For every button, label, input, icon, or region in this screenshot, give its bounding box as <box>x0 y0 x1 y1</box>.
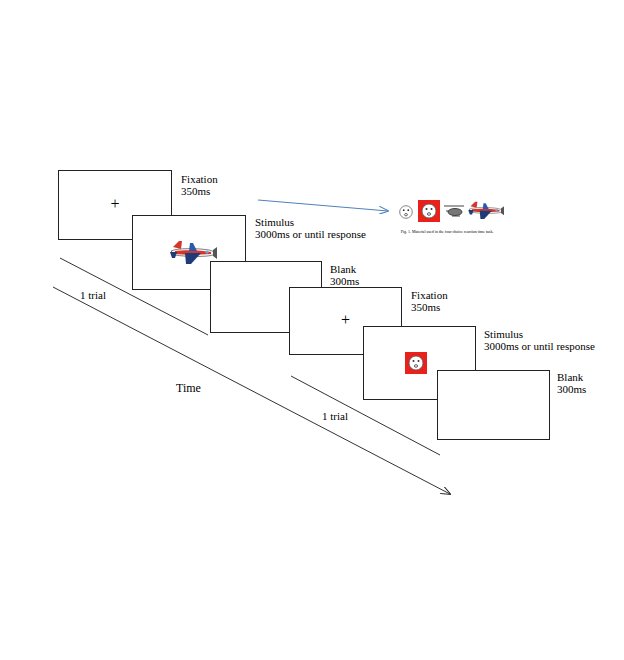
screen-label: 350ms <box>411 301 448 313</box>
screen-label: Fixation <box>181 173 218 185</box>
material-figure <box>400 200 504 222</box>
figure-caption: Fig. 1. Material used in the four choice… <box>401 229 494 234</box>
face-stimulus <box>405 352 427 374</box>
trial-label: 1 trial <box>322 410 348 422</box>
screen-label: Stimulus <box>255 216 366 228</box>
screen-label: 3000ms or until response <box>484 340 595 352</box>
screen-label: 300ms <box>557 383 586 395</box>
fixation-cross: + <box>59 196 171 212</box>
screen-label: Fixation <box>411 289 448 301</box>
screen-label: Blank <box>330 263 359 275</box>
screen-box: Blank300ms <box>437 370 550 440</box>
screen-label: 3000ms or until response <box>255 228 366 240</box>
screen-label: Stimulus <box>484 328 595 340</box>
screen-label: 300ms <box>330 275 359 287</box>
time-label: Time <box>176 382 201 395</box>
fixation-cross: + <box>290 312 401 328</box>
screen-label: Blank <box>557 371 586 383</box>
trial-label: 1 trial <box>80 289 106 301</box>
screen-label: 350ms <box>181 185 218 197</box>
pointer-arrow <box>258 200 388 211</box>
